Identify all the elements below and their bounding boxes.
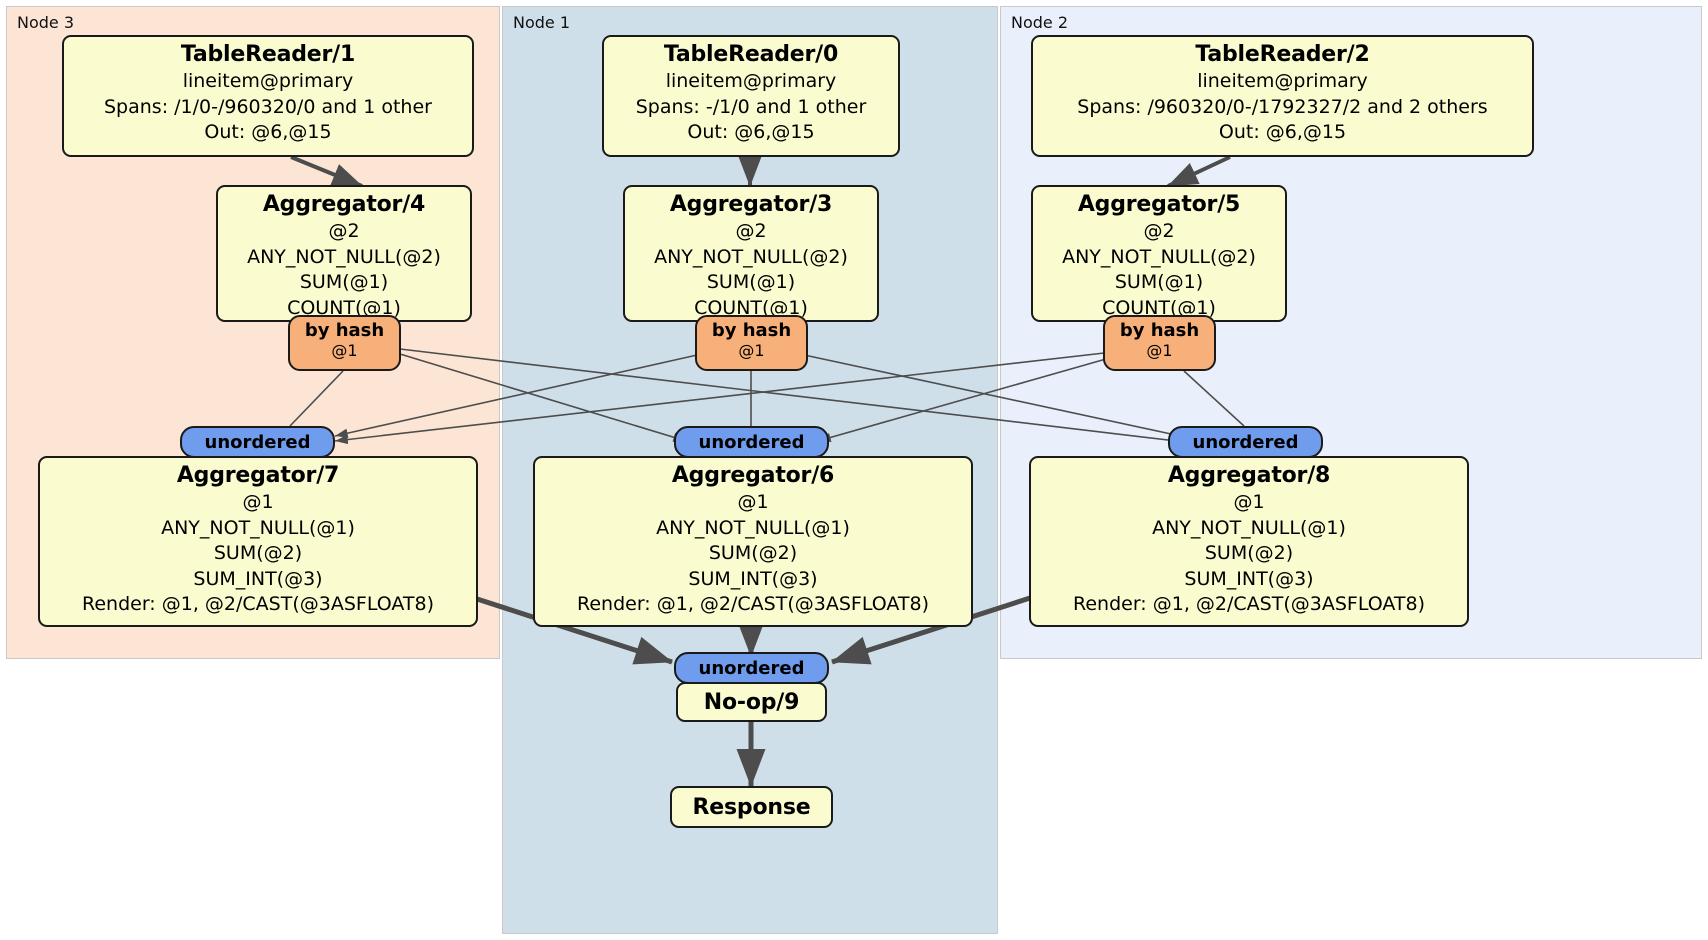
input-sync-unordered-noop[interactable]: unordered [674,652,829,684]
edge-agg8-u9 [831,595,1031,665]
node-title: Aggregator/4 [262,192,426,217]
router-column: @1 [331,341,358,360]
input-sync-label: unordered [698,431,805,453]
input-sync-unordered-agg7[interactable]: unordered [180,426,335,458]
node-title: Aggregator/5 [1077,192,1241,217]
node-title: TableReader/1 [180,42,356,67]
edge-hash4-u6 [399,353,687,442]
node-tablereader-2[interactable]: TableReader/2 lineitem@primary Spans: /9… [1031,35,1534,157]
router-column: @1 [738,341,765,360]
node-response[interactable]: Response [670,786,833,828]
node-detail-line: SUM(@2) [1204,542,1294,564]
node-aggregator-3[interactable]: Aggregator/3 @2 ANY_NOT_NULL(@2) SUM(@1)… [623,185,879,322]
edge-reader1-agg4 [290,155,363,188]
edge-hash5-u7 [334,351,1114,445]
node-panel-label: Node 3 [17,13,75,32]
node-detail-line: Out: @6,@15 [204,121,332,143]
input-sync-label: unordered [1192,431,1299,453]
node-detail-line: Render: @1, @2/CAST(@3ASFLOAT8) [82,593,434,615]
node-detail-line: SUM(@2) [213,542,303,564]
input-sync-label: unordered [698,657,805,679]
edge-hash4-u7 [289,370,344,427]
node-detail-line: SUM(@1) [1114,271,1204,293]
node-detail-line: lineitem@primary [182,70,354,92]
node-detail-line: lineitem@primary [665,70,837,92]
input-sync-unordered-agg8[interactable]: unordered [1168,426,1323,458]
node-detail-line: Out: @6,@15 [687,121,815,143]
node-detail-line: Render: @1, @2/CAST(@3ASFLOAT8) [577,593,929,615]
node-aggregator-6[interactable]: Aggregator/6 @1 ANY_NOT_NULL(@1) SUM(@2)… [533,456,973,627]
edge-hash3-u7 [334,352,707,438]
node-detail-line: @2 [1143,220,1175,242]
node-title: Aggregator/3 [669,192,833,217]
node-detail-line: Spans: /1/0-/960320/0 and 1 other [104,95,432,118]
node-panel-label: Node 1 [513,13,571,32]
node-detail-line: ANY_NOT_NULL(@2) [1062,245,1256,268]
node-detail-line: ANY_NOT_NULL(@1) [1152,516,1346,539]
edge-hash3-u8 [794,352,1186,439]
node-detail-line: @2 [735,220,767,242]
node-title: TableReader/0 [663,42,839,67]
node-detail-line: Spans: -/1/0 and 1 other [635,95,867,118]
output-router-by-hash-agg4[interactable]: by hash @1 [288,315,401,371]
node-detail-line: COUNT(@1) [1102,296,1216,319]
node-detail-line: SUM(@2) [708,542,798,564]
node-title: Response [692,794,811,820]
edge-hash4-u8 [399,348,1186,446]
output-router-by-hash-agg3[interactable]: by hash @1 [695,315,808,371]
node-detail-line: Out: @6,@15 [1218,121,1347,143]
input-sync-unordered-agg6[interactable]: unordered [674,426,829,458]
node-detail-line: @1 [242,491,274,513]
output-router-by-hash-agg5[interactable]: by hash @1 [1103,315,1216,371]
node-detail-line: SUM_INT(@3) [1184,567,1314,590]
node-title: TableReader/2 [1195,42,1370,67]
node-detail-line: @1 [1233,491,1265,513]
node-detail-line: SUM(@1) [299,271,389,293]
node-no-op-9[interactable]: No-op/9 [676,682,827,722]
node-detail-line: Spans: /960320/0-/1792327/2 and 2 others [1077,95,1488,118]
node-tablereader-1[interactable]: TableReader/1 lineitem@primary Spans: /1… [62,35,474,157]
node-aggregator-7[interactable]: Aggregator/7 @1 ANY_NOT_NULL(@1) SUM(@2)… [38,456,478,627]
edge-reader2-agg5 [1167,155,1231,188]
edge-hash5-u6 [817,356,1114,442]
node-detail-line: ANY_NOT_NULL(@1) [161,516,355,539]
router-title: by hash [304,320,385,341]
node-detail-line: SUM_INT(@3) [193,567,323,590]
node-detail-line: @2 [328,220,360,242]
node-detail-line: COUNT(@1) [694,296,808,319]
node-title: No-op/9 [703,689,800,715]
router-title: by hash [711,320,792,341]
node-tablereader-0[interactable]: TableReader/0 lineitem@primary Spans: -/… [602,35,900,157]
edge-agg7-u9 [473,595,673,665]
node-title: Aggregator/7 [176,463,340,488]
node-detail-line: SUM(@1) [706,271,796,293]
node-panel-label: Node 2 [1011,13,1069,32]
node-detail-line: @1 [737,491,769,513]
node-aggregator-8[interactable]: Aggregator/8 @1 ANY_NOT_NULL(@1) SUM(@2)… [1029,456,1469,627]
router-column: @1 [1146,341,1173,360]
node-detail-line: SUM_INT(@3) [688,567,818,590]
node-detail-line: ANY_NOT_NULL(@1) [656,516,850,539]
input-sync-label: unordered [204,431,311,453]
node-detail-line: COUNT(@1) [287,296,401,319]
node-aggregator-5[interactable]: Aggregator/5 @2 ANY_NOT_NULL(@2) SUM(@1)… [1031,185,1287,322]
node-title: Aggregator/8 [1167,463,1331,488]
node-detail-line: Render: @1, @2/CAST(@3ASFLOAT8) [1073,593,1425,615]
edge-hash5-u8 [1183,370,1245,427]
node-detail-line: ANY_NOT_NULL(@2) [247,245,441,268]
node-title: Aggregator/6 [671,463,835,488]
node-detail-line: ANY_NOT_NULL(@2) [654,245,848,268]
router-title: by hash [1119,320,1200,341]
node-detail-line: lineitem@primary [1197,70,1368,92]
node-aggregator-4[interactable]: Aggregator/4 @2 ANY_NOT_NULL(@2) SUM(@1)… [216,185,472,322]
